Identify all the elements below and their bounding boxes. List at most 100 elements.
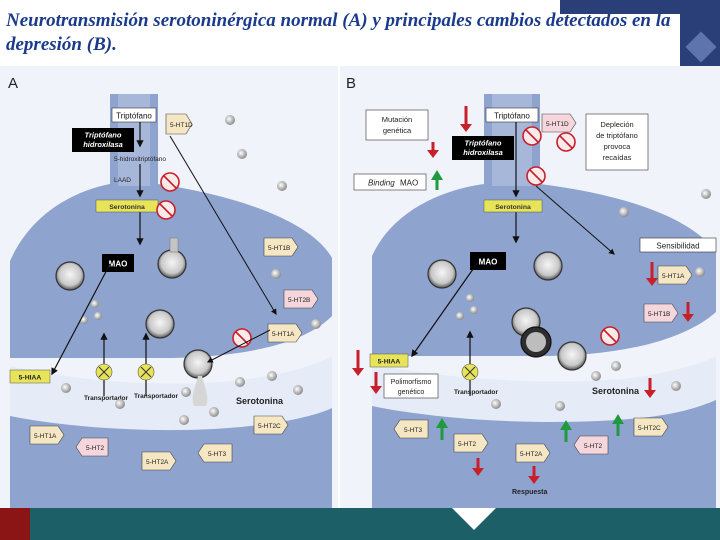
sensibilidad-label: Sensibilidad bbox=[656, 242, 699, 251]
down-arrow-b-5 bbox=[646, 262, 658, 286]
panel-a: A Triptófano Triptófano hidroxilasa 5-hi… bbox=[0, 66, 338, 508]
receptor-a-5-label: 5-HT1A bbox=[34, 433, 57, 440]
hiaa-label-a: 5-HIAA bbox=[19, 375, 42, 382]
laad-label-a: LAAD bbox=[114, 177, 131, 184]
receptor-a-5: 5-HT1A bbox=[29, 425, 65, 445]
receptor-b-3: 5-HT1B bbox=[643, 303, 679, 323]
footer-accent bbox=[0, 508, 30, 540]
receptor-b-6: 5-HT2A bbox=[515, 443, 551, 463]
inhibition-sign-b-3 bbox=[526, 166, 546, 186]
serotonina-box-b bbox=[483, 199, 543, 213]
receptor-a-6-label: 5-HT2 bbox=[86, 445, 104, 452]
respuesta-label: Respuesta bbox=[512, 489, 548, 496]
receptor-a-9: 5-HT2C bbox=[253, 415, 289, 435]
down-arrow-b-4 bbox=[370, 372, 382, 394]
enzyme-label-a-1: Triptófano bbox=[85, 131, 122, 140]
receptor-b-6-label: 5-HT2A bbox=[520, 451, 543, 458]
serotonin-molecules-a bbox=[61, 115, 321, 425]
up-arrow-b-4 bbox=[612, 414, 624, 436]
receptor-b-5-label: 5-HT2 bbox=[458, 441, 476, 448]
polimorfismo-label-2: genético bbox=[398, 389, 425, 396]
autoreceptor-a bbox=[169, 237, 179, 253]
receptor-a-9-label: 5-HT2C bbox=[258, 423, 281, 430]
presynaptic-neuron-a bbox=[10, 94, 332, 358]
receptor-a-3: 5-HT2B bbox=[283, 289, 319, 309]
panel-a-letter: A bbox=[8, 75, 18, 92]
enzyme-label-a-2: hidroxilasa bbox=[83, 140, 123, 149]
hiaa-box-b bbox=[369, 353, 409, 368]
fusion-pore-a bbox=[192, 376, 208, 406]
inhibition-sign-b-2 bbox=[556, 132, 576, 152]
receptor-b-5: 5-HT2 bbox=[453, 433, 489, 453]
title-line-1: Neurotransmisión serotoninérgica normal … bbox=[6, 10, 671, 31]
polimorfismo-box bbox=[383, 373, 439, 399]
mao-label-a: MAO bbox=[109, 260, 128, 269]
receptor-b-7: 5-HT2 bbox=[573, 435, 609, 455]
hiaa-label-b: 5-HIAA bbox=[378, 359, 401, 366]
depletion-arrow-b bbox=[535, 185, 615, 255]
hiaa-arrow-b bbox=[411, 261, 479, 358]
hiaa-box-a bbox=[9, 369, 51, 384]
transportador-label-a-2: Transportador bbox=[134, 393, 179, 400]
serotonina-label-a: Serotonina bbox=[236, 396, 284, 406]
receptor-a-6: 5-HT2 bbox=[75, 437, 109, 457]
title-line-2: depresión (B). bbox=[6, 34, 117, 56]
binding-label-italic: Binding bbox=[368, 179, 395, 188]
transporter-icon-b bbox=[461, 363, 479, 381]
inhibition-sign-a-2 bbox=[156, 200, 176, 220]
inhibition-sign-b-4 bbox=[600, 326, 620, 346]
header-accent-band bbox=[560, 0, 720, 14]
receptor-a-2: 5-HT1B bbox=[263, 237, 299, 257]
down-arrow-b-3 bbox=[352, 350, 364, 376]
receptor-b-4: 5-HT3 bbox=[393, 419, 429, 439]
receptor-b-1: 5-HT1D bbox=[541, 113, 577, 133]
down-arrow-b-1 bbox=[460, 106, 472, 132]
sensibilidad-box bbox=[639, 237, 717, 253]
panel-b-letter: B bbox=[346, 75, 356, 92]
mutacion-label-2: genética bbox=[383, 126, 412, 135]
footer-bar bbox=[0, 508, 720, 540]
receptor-b-2: 5-HT1A bbox=[657, 265, 693, 285]
transporter-icon-a-1 bbox=[95, 363, 113, 381]
receptor-b-2-label: 5-HT1A bbox=[662, 273, 685, 280]
up-arrow-b-2 bbox=[436, 418, 448, 440]
receptor-b-8: 5-HT2C bbox=[633, 417, 669, 437]
receptor-a-4: 5-HT1A bbox=[267, 323, 303, 343]
receptor-b-3-label: 5-HT1B bbox=[648, 311, 670, 318]
diagram-figure: A Triptófano Triptófano hidroxilasa 5-hi… bbox=[0, 66, 720, 508]
receptor-a-1: 5-HT1D bbox=[165, 113, 193, 135]
serotonina-box-label-b: Serotonina bbox=[495, 204, 531, 211]
serotonina-box-label-a: Serotonina bbox=[109, 204, 145, 211]
receptor-a-7-label: 5-HT2A bbox=[146, 459, 169, 466]
enzyme-box-b bbox=[452, 136, 514, 160]
deplecion-label-2: de triptófano bbox=[596, 131, 638, 140]
transporter-icon-a-2 bbox=[137, 363, 155, 381]
binding-mao-box bbox=[353, 173, 427, 191]
diagonal-arrow-a bbox=[169, 135, 277, 316]
down-arrow-b-2 bbox=[427, 142, 439, 158]
polimorfismo-label-1: Polimorfismo bbox=[391, 379, 432, 386]
down-arrow-b-8 bbox=[472, 458, 484, 476]
mutacion-label-1: Mutación bbox=[382, 115, 412, 124]
triptofano-box-a bbox=[111, 107, 157, 123]
hiaa-arrow-a bbox=[51, 263, 111, 376]
receptor-a-2-label: 5-HT1B bbox=[268, 245, 290, 252]
receptor-a-8-label: 5-HT3 bbox=[208, 451, 226, 458]
footer-notch bbox=[452, 508, 496, 530]
deplecion-label-4: recaídas bbox=[603, 153, 632, 162]
receptor-a-4-label: 5-HT1A bbox=[272, 331, 295, 338]
receptor-b-4-label: 5-HT3 bbox=[404, 427, 422, 434]
up-arrow-b-3 bbox=[560, 420, 572, 442]
mao-box-a bbox=[102, 254, 134, 272]
binding-label-rest: MAO bbox=[400, 179, 418, 188]
enzyme-box-a bbox=[72, 128, 134, 152]
inhibition-sign-a-1 bbox=[160, 172, 180, 192]
triptofano-label-b: Triptófano bbox=[494, 112, 530, 121]
transportador-label-a-1: Transportador bbox=[84, 395, 129, 402]
vesicle-group-b bbox=[427, 251, 587, 371]
serotonina-label-b: Serotonina bbox=[592, 386, 640, 396]
receptor-a-1-label: 5-HT1D bbox=[170, 122, 193, 129]
mao-box-b bbox=[470, 252, 506, 270]
down-arrow-b-9 bbox=[528, 466, 540, 484]
feedback-arrow-a bbox=[206, 329, 271, 363]
